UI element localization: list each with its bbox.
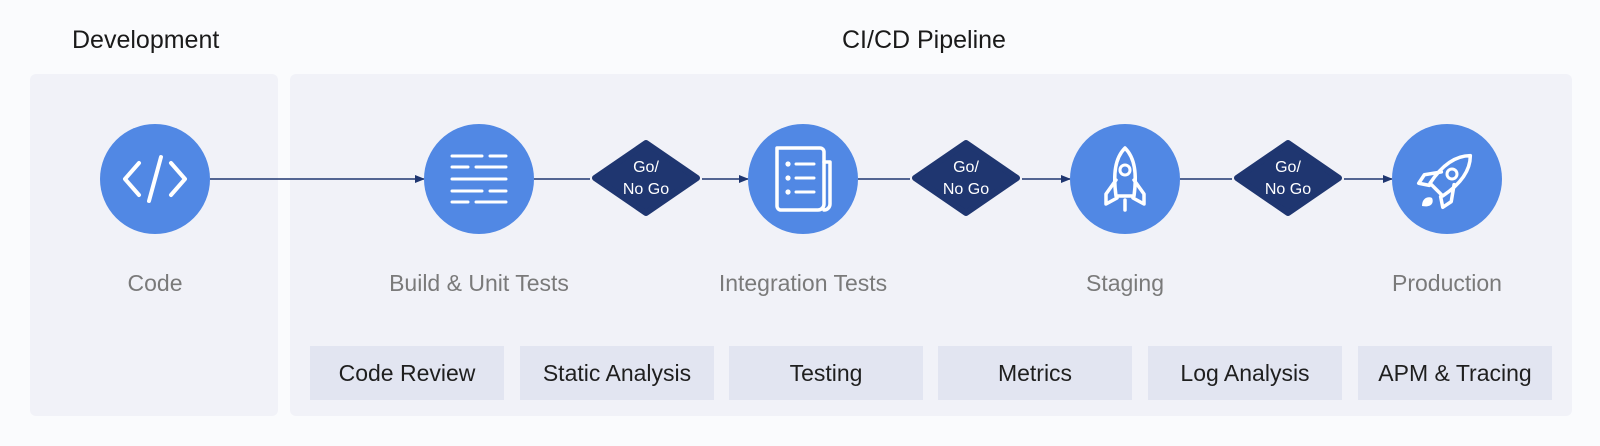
practice-code-review: Code Review xyxy=(310,346,504,400)
stage-node-integration xyxy=(748,124,858,234)
practice-metrics: Metrics xyxy=(938,346,1132,400)
stage-label-code: Code xyxy=(127,270,183,296)
stage-node-staging xyxy=(1070,124,1180,234)
document-list-icon xyxy=(775,146,832,212)
gate-label-line2: No Go xyxy=(1264,181,1312,198)
gate-label-line1: Go/ xyxy=(1275,159,1301,176)
stage-label-build: Build & Unit Tests xyxy=(389,270,569,296)
practice-apm-tracing: APM & Tracing xyxy=(1358,346,1552,400)
rocket-launch-icon xyxy=(1416,153,1473,210)
go-no-go-gate-2: Go/ No Go xyxy=(910,138,1022,218)
practice-static-analysis: Static Analysis xyxy=(520,346,714,400)
practice-log-analysis: Log Analysis xyxy=(1148,346,1342,400)
pipeline-title: CI/CD Pipeline xyxy=(842,26,1006,54)
stage-label-integration: Integration Tests xyxy=(718,270,888,296)
stage-node-production xyxy=(1392,124,1502,234)
go-no-go-gate-3: Go/ No Go xyxy=(1232,138,1344,218)
stage-node-code xyxy=(100,124,210,234)
practice-testing: Testing xyxy=(729,346,923,400)
stage-node-build xyxy=(424,124,534,234)
rocket-icon xyxy=(1104,146,1146,212)
gate-label-line1: Go/ xyxy=(953,159,979,176)
stage-label-staging: Staging xyxy=(1085,270,1164,296)
gate-label-line2: No Go xyxy=(622,181,670,198)
development-title: Development xyxy=(72,26,220,54)
go-no-go-gate-1: Go/ No Go xyxy=(590,138,702,218)
stage-label-production: Production xyxy=(1392,270,1502,296)
code-icon xyxy=(123,155,187,203)
gate-label-line2: No Go xyxy=(942,181,990,198)
build-lines-icon xyxy=(450,154,508,204)
gate-label-line1: Go/ xyxy=(633,159,659,176)
